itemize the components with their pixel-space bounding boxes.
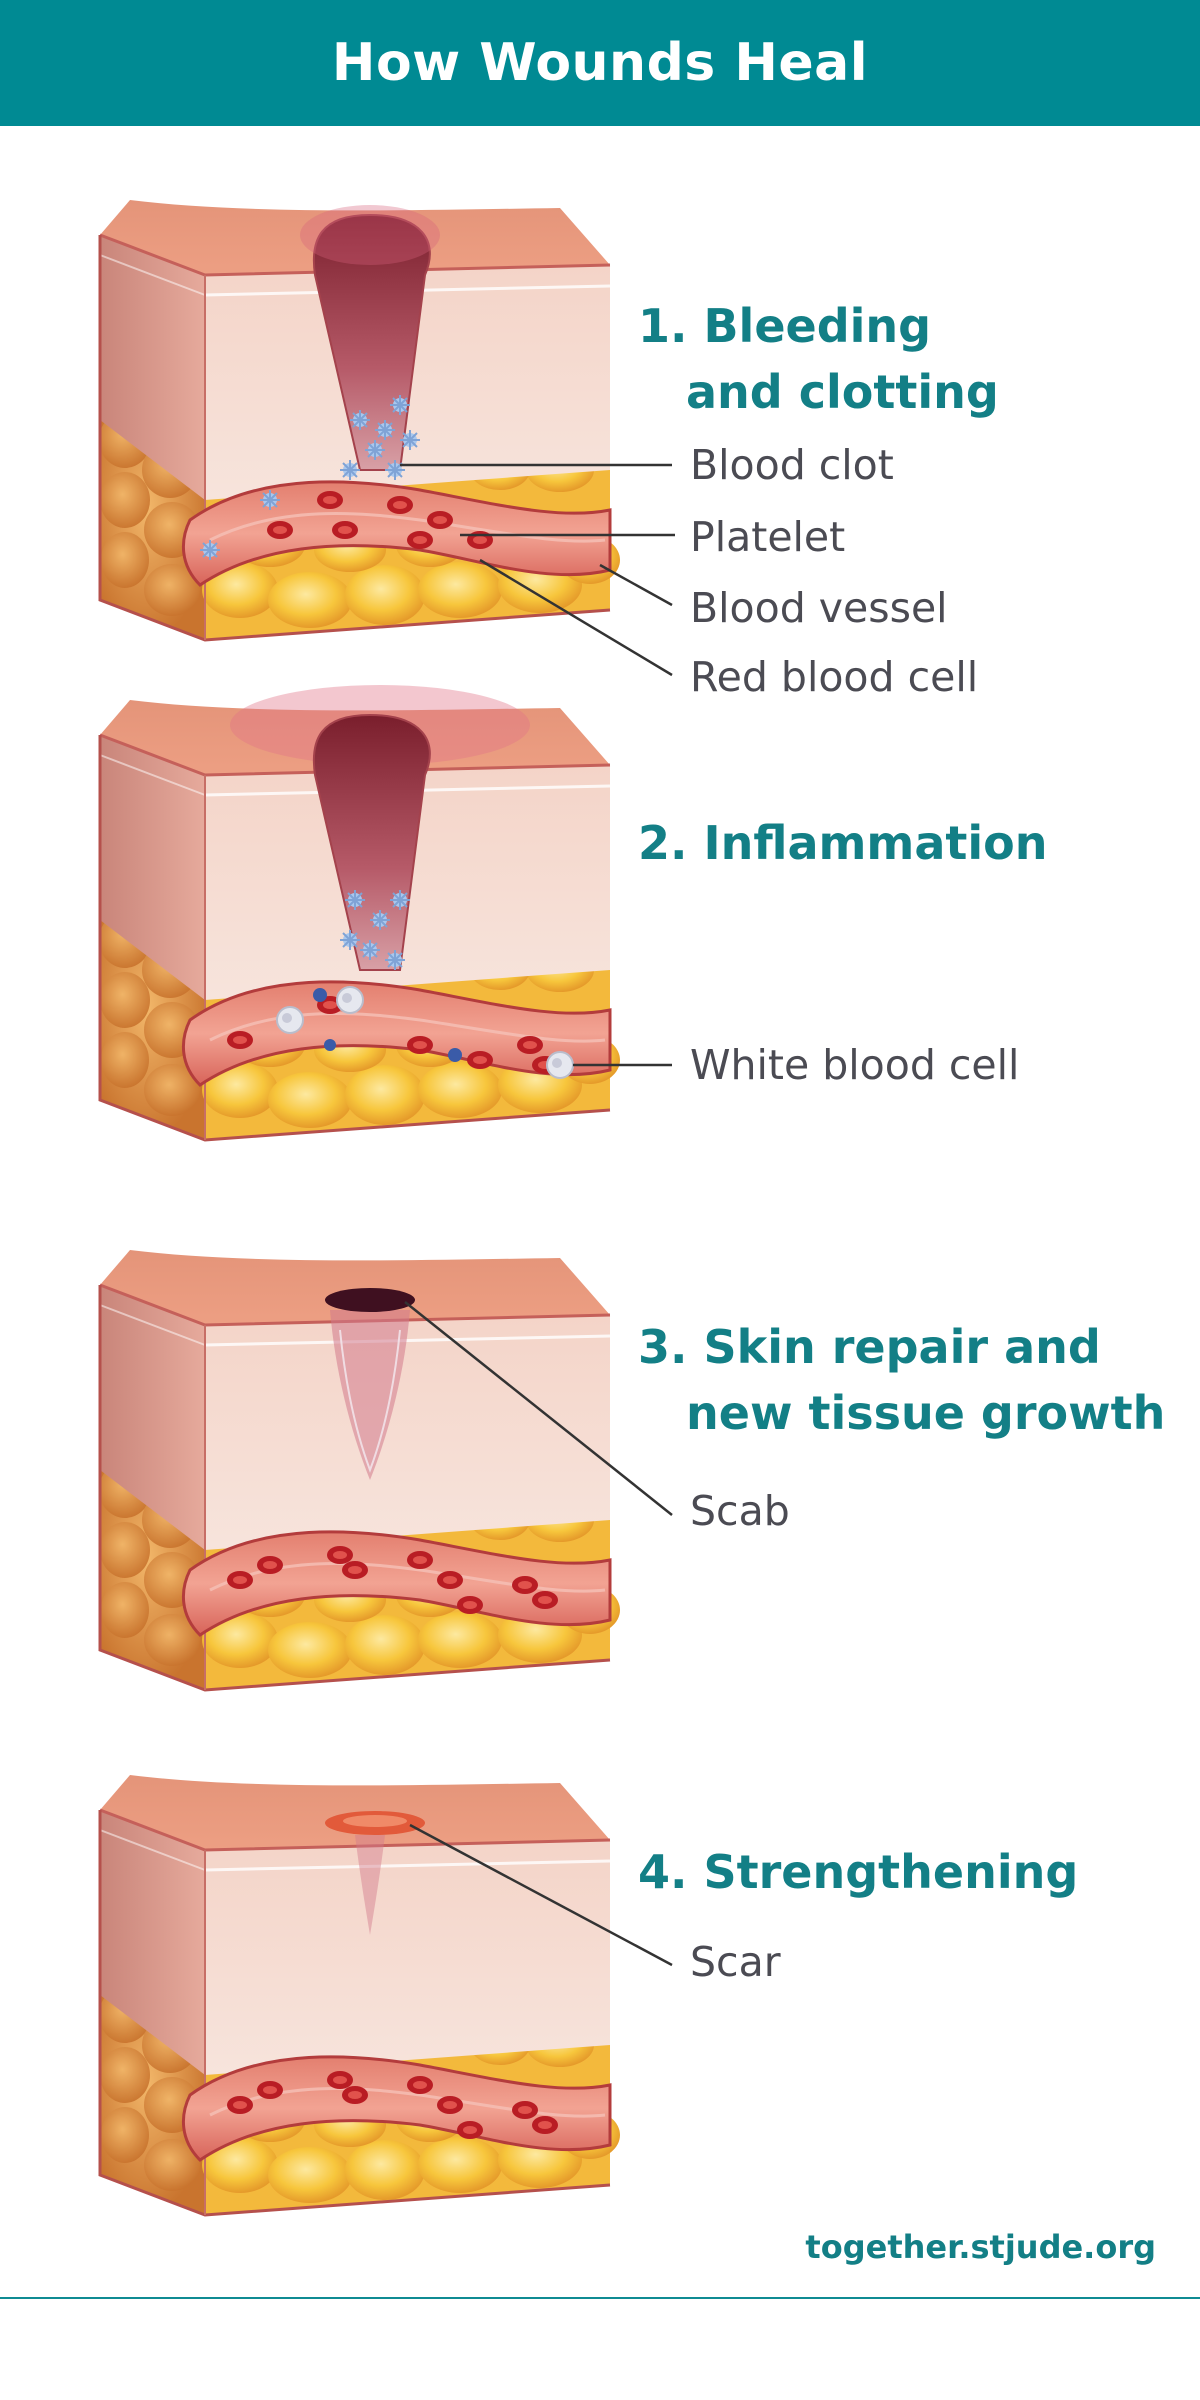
footer-divider [0,2297,1200,2299]
step-3-title: 3. Skin repair and new tissue growth [638,1320,1166,1440]
label-scar: Scar [690,1938,781,1986]
step-2-title: 2. Inflammation [638,816,1048,870]
label-scab: Scab [690,1487,790,1535]
leader-scab [404,1301,673,1516]
label-blood-vessel: Blood vessel [690,584,948,632]
label-platelet: Platelet [690,513,846,561]
wound-repair-illustration [97,1248,673,1692]
header-bar: How Wounds Heal [0,0,1200,126]
label-white-blood-cell: White blood cell [690,1041,1020,1089]
label-red-blood-cell: Red blood cell [690,653,979,701]
leader-red-blood-cell [479,558,673,677]
step-4-panel: 4. Strengthening Scar [0,1575,1200,2235]
page-title: How Wounds Heal [331,33,869,93]
footer-url[interactable]: together.stjude.org [805,2228,1156,2266]
step-1-panel: 1. Bleeding and clotting Blood clot Plat… [0,0,1200,720]
leader-blood-vessel [599,563,673,607]
step-4-title: 4. Strengthening [638,1845,1079,1899]
leader-scar [409,1823,673,1967]
wound-inflammation-illustration [97,685,672,1142]
label-blood-clot: Blood clot [690,441,894,489]
step-1-title: 1. Bleeding and clotting [638,299,999,419]
step-2-panel: 2. Inflammation White blood cell [0,500,1200,1200]
wound-bleeding-illustration [97,198,675,677]
wound-strengthening-illustration [97,1773,673,2217]
step-3-panel: 3. Skin repair and new tissue growth Sca… [0,1050,1200,1730]
